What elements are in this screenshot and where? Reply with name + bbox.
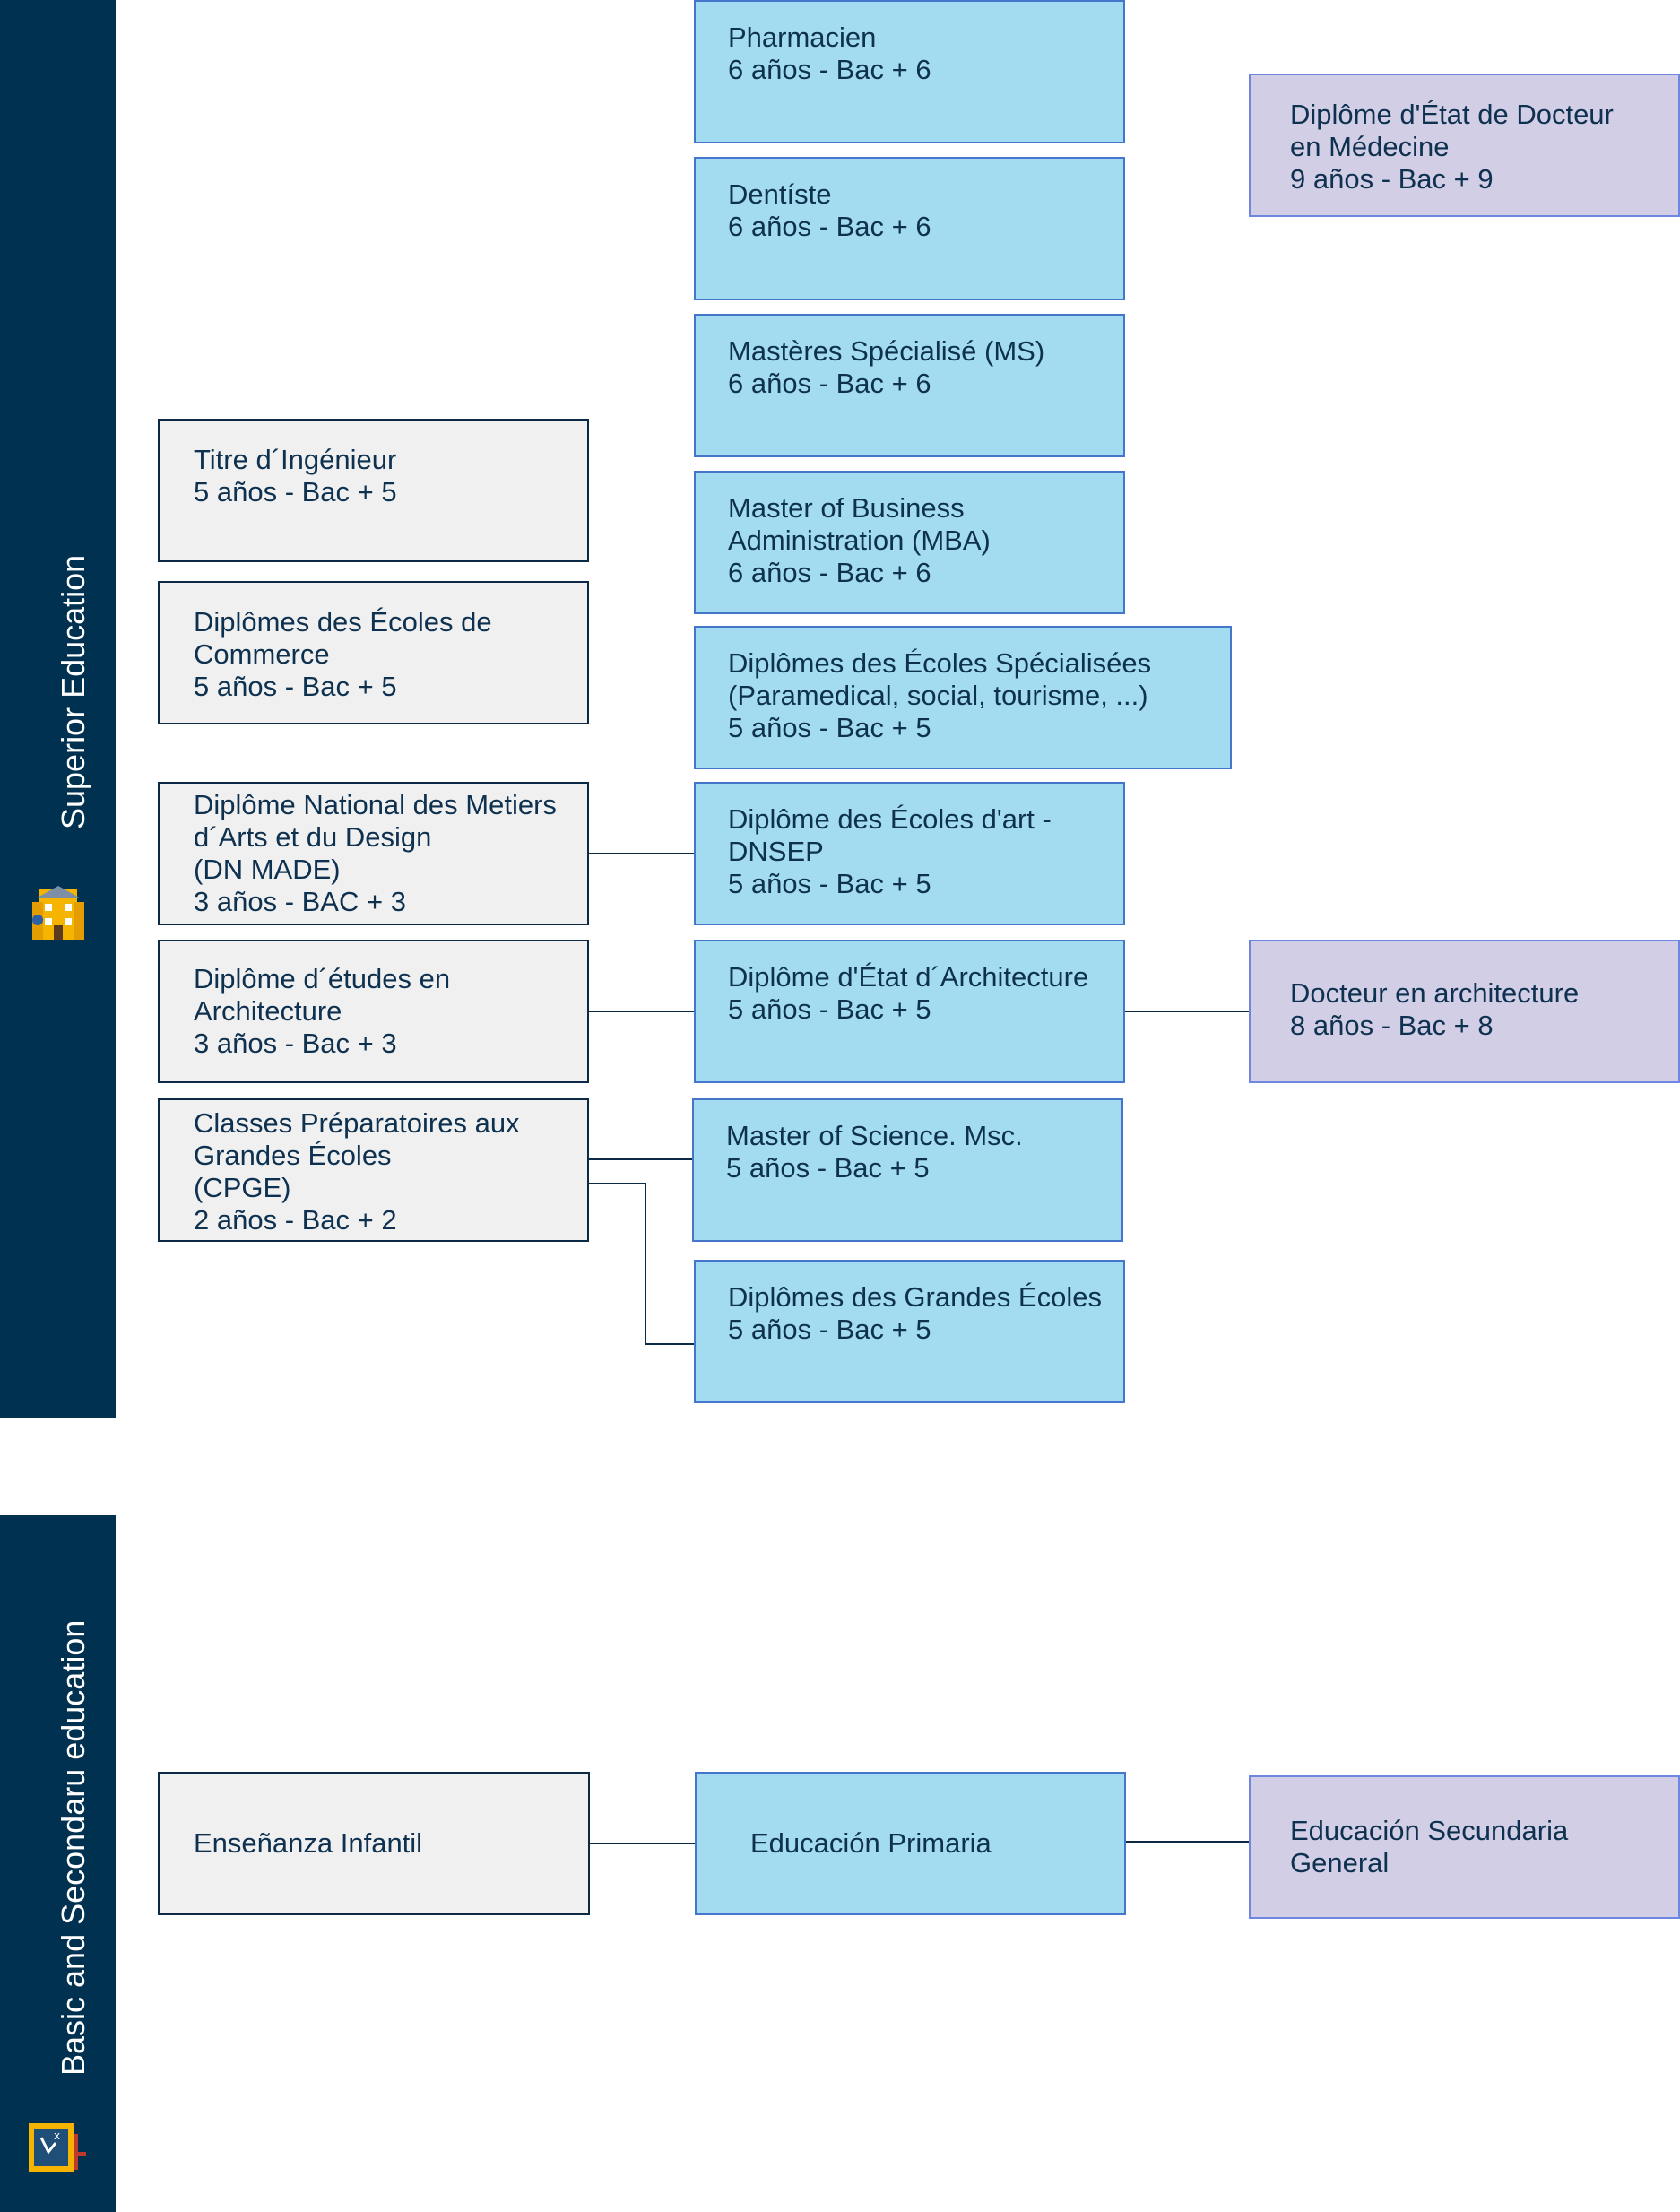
box-masteres-specialise: Mastères Spécialisé (MS) 6 años - Bac + …: [694, 314, 1125, 457]
box-docteur-medecine: Diplôme d'État de Docteur en Médecine 9 …: [1249, 74, 1680, 217]
box-dn-made: Diplôme National des Metiers d´Arts et d…: [158, 782, 589, 925]
basic-secondary-education-band: Basic and Secondaru education x: [0, 1515, 116, 2212]
box-line: Docteur en architecture: [1290, 977, 1580, 1009]
box-line: (DN MADE): [194, 854, 341, 885]
box-pharmacien: Pharmacien 6 años - Bac + 6: [694, 0, 1125, 143]
box-line: Architecture: [194, 995, 342, 1027]
box-line: Diplôme National des Metiers: [194, 789, 557, 820]
box-line: 5 años - Bac + 5: [194, 476, 397, 507]
box-line: d´Arts et du Design: [194, 821, 432, 853]
box-line: Diplômes des Écoles de: [194, 606, 492, 638]
superior-education-band: Superior Education: [0, 0, 116, 1418]
box-dentiste: Dentíste 6 años - Bac + 6: [694, 157, 1125, 300]
box-line: (CPGE): [194, 1172, 291, 1203]
box-titre-ingenieur: Titre d´Ingénieur 5 años - Bac + 5: [158, 419, 589, 562]
box-etat-architecture: Diplôme d'État d´Architecture 5 años - B…: [694, 940, 1125, 1083]
box-line: Master of Business: [728, 492, 965, 524]
box-line: 5 años - Bac + 5: [728, 1314, 931, 1345]
box-line: Diplômes des Écoles Spécialisées: [728, 647, 1152, 679]
box-grandes-ecoles: Diplômes des Grandes Écoles 5 años - Bac…: [694, 1260, 1125, 1403]
box-line: DNSEP: [728, 836, 824, 867]
box-line: 9 años - Bac + 9: [1290, 163, 1494, 195]
box-line: General: [1290, 1847, 1390, 1878]
box-line: Mastères Spécialisé (MS): [728, 335, 1045, 367]
box-line: 5 años - Bac + 5: [194, 671, 397, 702]
box-line: Educación Primaria: [750, 1827, 992, 1859]
box-line: Diplôme d'État de Docteur: [1290, 99, 1614, 130]
box-line: Commerce: [194, 638, 330, 670]
box-line: 2 años - Bac + 2: [194, 1204, 397, 1236]
box-line: Diplôme des Écoles d'art -: [728, 803, 1052, 835]
box-line: 3 años - Bac + 3: [194, 1028, 397, 1059]
box-mba: Master of Business Administration (MBA) …: [694, 471, 1125, 614]
box-line: Classes Préparatoires aux: [194, 1107, 520, 1139]
box-line: Pharmacien: [728, 22, 877, 53]
box-line: Diplôme d´études en: [194, 963, 451, 994]
box-line: Administration (MBA): [728, 525, 991, 556]
university-building-icon: [27, 880, 90, 948]
box-line: 6 años - Bac + 6: [728, 211, 931, 242]
box-line: (Paramedical, social, tourisme, ...): [728, 680, 1148, 711]
box-line: 6 años - Bac + 6: [728, 557, 931, 588]
classroom-board-icon: x: [25, 2116, 88, 2183]
box-line: Dentíste: [728, 178, 832, 210]
box-line: Master of Science. Msc.: [726, 1120, 1023, 1151]
box-master-science: Master of Science. Msc. 5 años - Bac + 5: [692, 1098, 1123, 1242]
box-line: 5 años - Bac + 5: [726, 1152, 930, 1184]
box-educacion-primaria: Educación Primaria: [695, 1772, 1126, 1915]
box-etudes-architecture: Diplôme d´études en Architecture 3 años …: [158, 940, 589, 1083]
box-line: en Médecine: [1290, 131, 1450, 162]
box-line: 5 años - Bac + 5: [728, 868, 931, 899]
box-educacion-secundaria: Educación Secundaria General: [1249, 1775, 1680, 1919]
box-line: Grandes Écoles: [194, 1140, 392, 1171]
box-cpge: Classes Préparatoires aux Grandes Écoles…: [158, 1098, 589, 1242]
box-line: 6 años - Bac + 6: [728, 368, 931, 399]
box-line: Titre d´Ingénieur: [194, 444, 397, 475]
box-line: 3 años - BAC + 3: [194, 886, 406, 917]
box-line: Diplômes des Grandes Écoles: [728, 1281, 1102, 1313]
box-ensenanza-infantil: Enseñanza Infantil: [158, 1772, 590, 1915]
box-ecoles-art: Diplôme des Écoles d'art - DNSEP 5 años …: [694, 782, 1125, 925]
box-line: 8 años - Bac + 8: [1290, 1010, 1494, 1041]
box-line: 6 años - Bac + 6: [728, 54, 931, 85]
box-line: Enseñanza Infantil: [194, 1827, 423, 1859]
svg-text:x: x: [54, 2130, 60, 2142]
box-line: 5 años - Bac + 5: [728, 712, 931, 743]
box-line: 5 años - Bac + 5: [728, 993, 931, 1025]
box-docteur-architecture: Docteur en architecture 8 años - Bac + 8: [1249, 940, 1680, 1083]
box-ecoles-specialisees: Diplômes des Écoles Spécialisées (Parame…: [694, 626, 1232, 769]
box-line: Educación Secundaria: [1290, 1815, 1569, 1846]
box-ecoles-commerce: Diplômes des Écoles de Commerce 5 años -…: [158, 581, 589, 724]
box-line: Diplôme d'État d´Architecture: [728, 961, 1089, 993]
